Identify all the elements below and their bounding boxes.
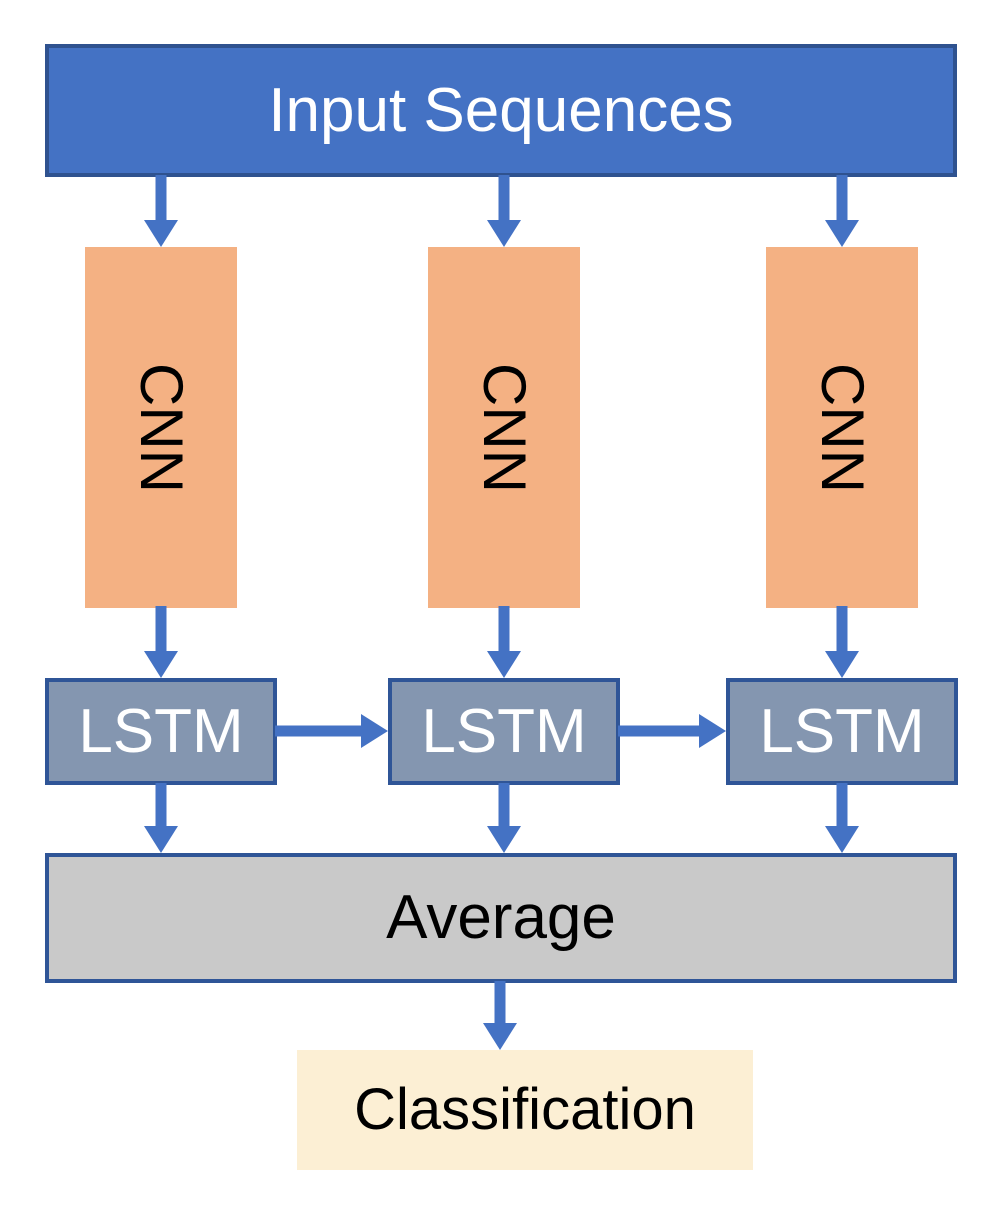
classification-box: Classification bbox=[297, 1050, 753, 1170]
lstm-box-3: LSTM bbox=[726, 678, 958, 785]
classification-label: Classification bbox=[354, 1077, 696, 1142]
lstm-label-2: LSTM bbox=[421, 696, 587, 766]
input-sequences-label: Input Sequences bbox=[268, 75, 734, 145]
arrow-right-lstm1-to-lstm2-icon bbox=[277, 714, 388, 748]
arrow-down-input-to-cnn3-icon bbox=[825, 177, 859, 247]
cnn-label-3: CNN bbox=[809, 362, 876, 493]
average-label: Average bbox=[386, 883, 616, 952]
arrow-down-cnn3-to-lstm3-icon bbox=[825, 608, 859, 678]
arrow-down-cnn1-to-lstm1-icon bbox=[144, 608, 178, 678]
arrow-down-average-to-classification-icon bbox=[483, 983, 517, 1050]
cnn-label-1: CNN bbox=[128, 362, 195, 493]
cnn-label-2: CNN bbox=[471, 362, 538, 493]
cnn-box-1: CNN bbox=[85, 247, 237, 608]
arrow-right-lstm2-to-lstm3-icon bbox=[620, 714, 726, 748]
arrow-down-cnn2-to-lstm2-icon bbox=[487, 608, 521, 678]
lstm-label-3: LSTM bbox=[759, 696, 925, 766]
arrow-down-input-to-cnn2-icon bbox=[487, 177, 521, 247]
arrow-down-lstm3-to-average-icon bbox=[825, 785, 859, 853]
lstm-label-1: LSTM bbox=[78, 696, 244, 766]
average-box: Average bbox=[45, 853, 957, 983]
arrow-down-input-to-cnn1-icon bbox=[144, 177, 178, 247]
cnn-box-2: CNN bbox=[428, 247, 580, 608]
input-sequences-box: Input Sequences bbox=[45, 44, 957, 177]
arrow-down-lstm2-to-average-icon bbox=[487, 785, 521, 853]
lstm-box-1: LSTM bbox=[45, 678, 277, 785]
cnn-box-3: CNN bbox=[766, 247, 918, 608]
arrow-down-lstm1-to-average-icon bbox=[144, 785, 178, 853]
lstm-box-2: LSTM bbox=[388, 678, 620, 785]
